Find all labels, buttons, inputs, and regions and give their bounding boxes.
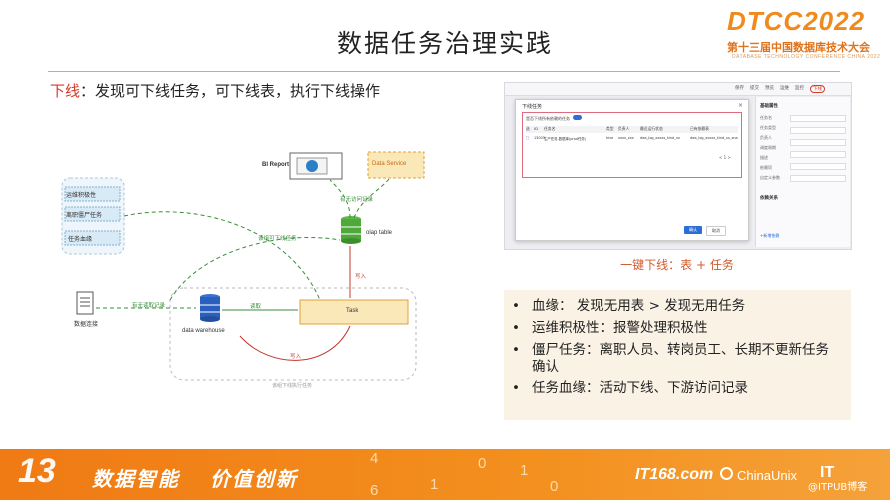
bullet-item-4: •任务血缘：活动下线、下游访问记录: [512, 380, 748, 396]
toolbar-ops[interactable]: 运维: [780, 86, 789, 91]
slide-title: 数据任务治理实践: [336, 29, 553, 58]
edge-write-label-2: 写入: [290, 354, 302, 360]
cancel-button[interactable]: 取消: [706, 226, 726, 236]
left-item-2: [64, 206, 121, 222]
toolbar-submit[interactable]: 提交: [750, 86, 759, 91]
itpub-logo: IT: [820, 464, 835, 481]
shot-toolbar: 保存 提交 预览 运维 监控 下线: [505, 83, 851, 96]
itpub-blog-watermark: @ITPUB博客: [808, 482, 868, 493]
bullet-item-1: •血缘： 发现无用表 > 发现无用任务: [512, 298, 746, 314]
close-icon[interactable]: ×: [738, 102, 744, 109]
globe-icon: [306, 160, 318, 172]
edge-write-label-1: 写入: [355, 274, 367, 280]
footer-13-logo: 13: [18, 452, 56, 490]
warehouse-db-icon: [200, 297, 220, 319]
offline-dialog: 下线任务 × 是否下线所有依赖的任务 选 ID 任务名 类型 负责人 最近运行状…: [515, 99, 749, 241]
table-row[interactable]: □ 13003 生产任务-数据库(prod任务) hive xxxx_xxx d…: [526, 136, 738, 141]
diagram-svg: [61, 151, 425, 381]
footer-digit: 0: [478, 455, 487, 472]
footer-digit: 6: [370, 482, 379, 499]
toolbar-save[interactable]: 保存: [735, 86, 744, 91]
dtcc-logo: DTCC2022: [727, 6, 866, 36]
footer-slogan-2: 价值创新: [210, 467, 298, 491]
offline-toggle[interactable]: [573, 115, 582, 120]
left-item-3: [64, 230, 121, 246]
bullet-item-3: •僵尸任务：离职人员、转岗员工、长期不更新任务确认: [512, 342, 829, 375]
add-dependency-link[interactable]: +新增依赖: [760, 233, 780, 238]
footer-digit: 0: [550, 478, 559, 495]
header-divider: [48, 71, 840, 72]
toolbar-monitor[interactable]: 监控: [795, 86, 804, 91]
dtcc-logo-en: DATABASE TECHNOLOGY CONFERENCE CHINA 202…: [732, 54, 881, 60]
data-warehouse-label: data warehouse: [182, 328, 225, 334]
offline-ui-screenshot: 保存 提交 预览 运维 监控 下线 基础属性 任务名 任务类型 负责人 调度周期…: [504, 82, 852, 250]
toolbar-preview[interactable]: 预览: [765, 86, 774, 91]
footer-digit: 1: [520, 462, 529, 479]
side-header: 基础属性: [760, 104, 778, 109]
it168-logo: IT168.com: [635, 466, 714, 483]
chinaunix-icon: [720, 467, 733, 480]
bullet-item-2: •运维积极性：报警处理积极性: [512, 320, 708, 336]
edge-has-access-label: 有无访问记录: [340, 197, 374, 203]
dtcc-logo-cn: 第十三届中国数据库技术大会: [727, 41, 870, 54]
footer-digit: 4: [370, 450, 379, 467]
side-section2: 依赖关系: [760, 196, 778, 201]
footer-bar: [0, 449, 890, 500]
dialog-title: 下线任务: [522, 104, 543, 110]
bullet-box: •血缘： 发现无用表 > 发现无用任务 •运维积极性：报警处理积极性 •僵尸任务…: [504, 290, 851, 420]
footer-slogan-1: 数据智能: [92, 467, 180, 491]
olap-table-label: olap table: [366, 230, 393, 236]
toggle-label: 是否下线所有依赖的任务: [526, 116, 570, 121]
subtitle-highlight: 下线: [50, 82, 81, 100]
edge-read-record-label: 有无读取记录: [132, 303, 166, 309]
bottom-group-box: [169, 287, 417, 381]
left-item-1-label: 运维积极性: [66, 193, 97, 199]
screenshot-caption: 一键下线：表 + 任务: [620, 258, 734, 272]
task-label: Task: [346, 308, 359, 314]
edge-read-label: 读取: [250, 304, 262, 310]
data-service-label: Data Service: [372, 161, 407, 167]
group-caption: 该组下线执行任务: [272, 383, 313, 389]
edge-offline-table-label: 该组可下线任务: [258, 236, 297, 242]
document-icon: [76, 291, 94, 315]
footer-digit: 1: [430, 476, 439, 493]
left-item-3-label: 任务血缘: [68, 237, 93, 243]
lineage-diagram: 运维积极性 离职僵尸任务 任务血缘 BI Report Data Service…: [50, 140, 490, 400]
pager[interactable]: < 1 >: [719, 155, 731, 160]
data-service-box: [367, 151, 425, 179]
subtitle-text: ：发现可下线任务，可下线表，执行下线操作: [80, 82, 381, 100]
dialog-table-header: 选 ID 任务名 类型 负责人 最近运行状态 已有依赖表: [526, 126, 738, 133]
toolbar-offline[interactable]: 下线: [810, 85, 825, 93]
confirm-button[interactable]: 确认: [684, 226, 702, 234]
side-rows: 任务名 任务类型 负责人 调度周期 描述 依赖项 自定义参数: [760, 115, 780, 180]
bi-report-label: BI Report: [262, 162, 289, 168]
task-box: [299, 299, 409, 325]
olap-db-icon: [341, 219, 361, 241]
dialog-highlight-box: 是否下线所有依赖的任务 选 ID 任务名 类型 负责人 最近运行状态 已有依赖表…: [522, 112, 742, 178]
chinaunix-logo: ChinaUnix: [737, 468, 797, 483]
data-source-label: 数据连接: [74, 322, 99, 328]
shot-side-panel: 基础属性 任务名 任务类型 负责人 调度周期 描述 依赖项 自定义参数 依赖关系…: [755, 97, 850, 247]
left-item-1: [64, 186, 121, 202]
left-item-2-label: 离职僵尸任务: [66, 213, 103, 219]
slide-subtitle: 下线：发现可下线任务，可下线表，执行下线操作: [50, 80, 380, 101]
